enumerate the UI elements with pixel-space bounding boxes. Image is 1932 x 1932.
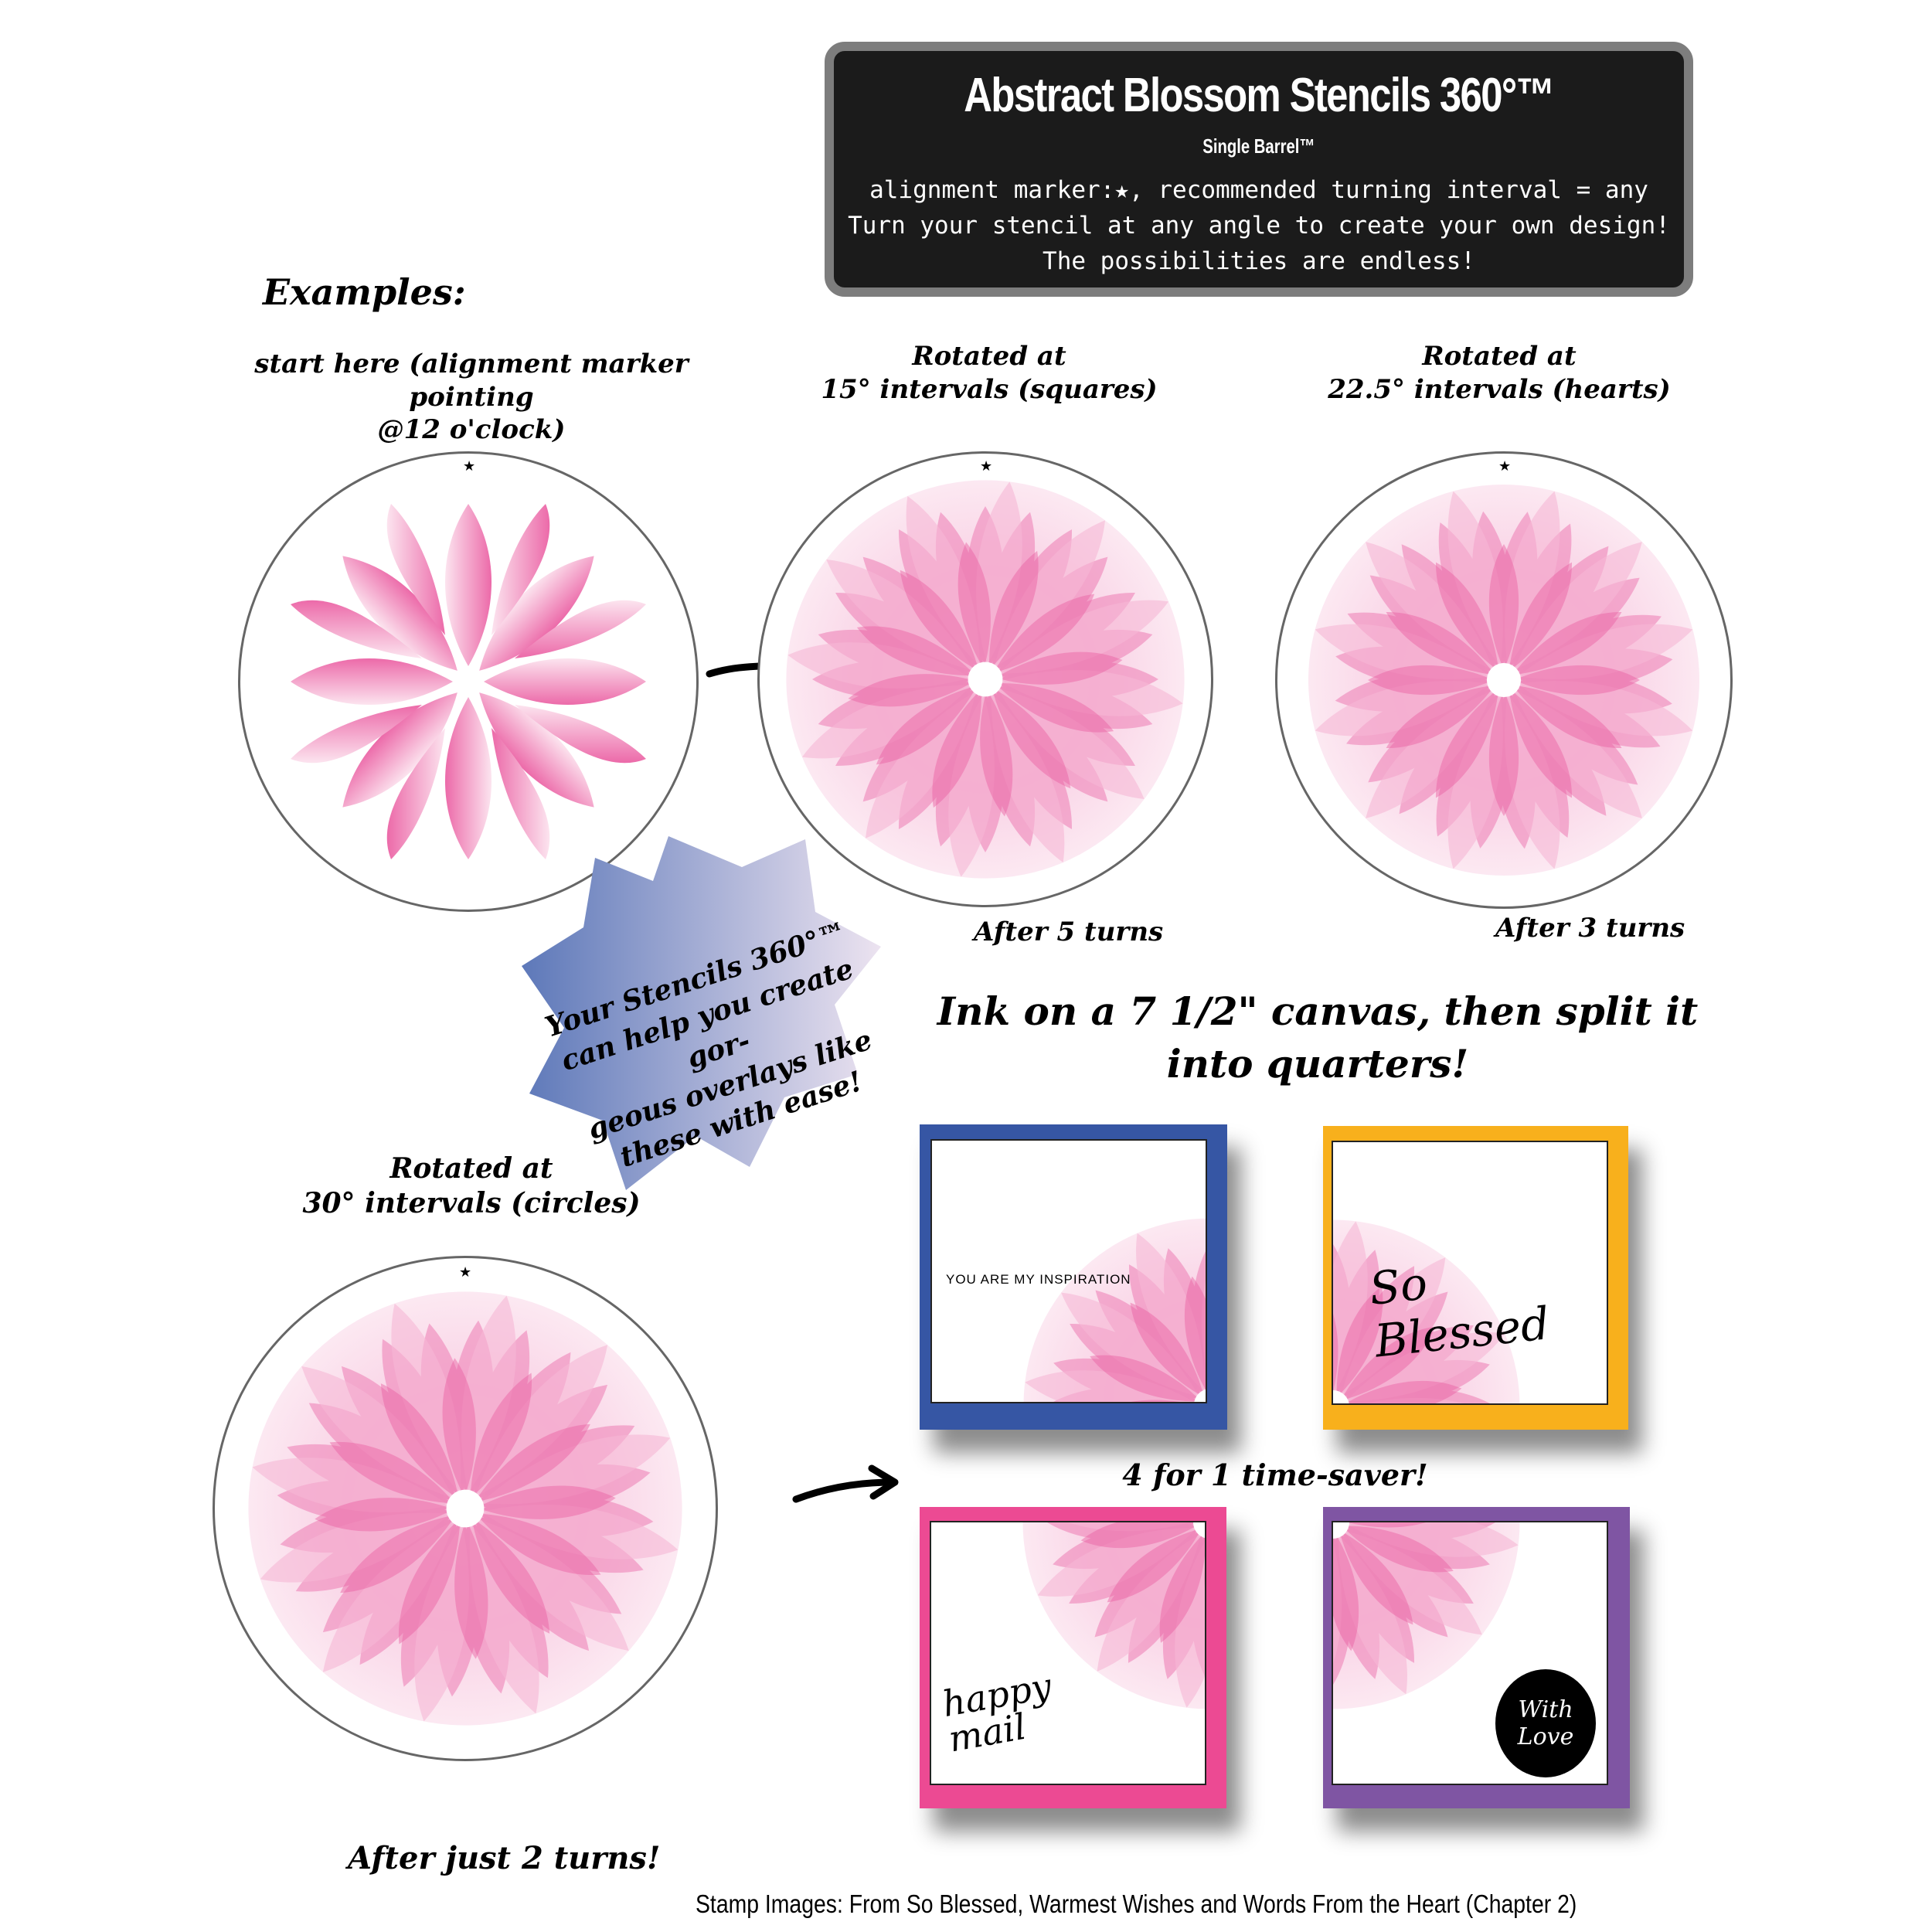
caption-rot30: Rotated at 30° intervals (circles) bbox=[263, 1151, 680, 1221]
caption-rot30-line1: Rotated at bbox=[389, 1152, 553, 1185]
possibilities-text: The possibilities are endless! bbox=[1043, 247, 1475, 275]
stencil-rot22-circle: ★ bbox=[1275, 451, 1733, 909]
alignment-star-icon: ★ bbox=[463, 458, 476, 474]
after-2-turns-label: After just 2 turns! bbox=[348, 1840, 661, 1876]
caption-rot22-line2: 22.5° intervals (hearts) bbox=[1328, 373, 1671, 405]
alignment-star-icon: ★ bbox=[980, 458, 993, 474]
product-title: Abstract Blossom Stencils 360°™ bbox=[964, 69, 1555, 122]
stencil-base-circle: ★ bbox=[238, 451, 699, 912]
stencil-rot15-circle: ★ bbox=[757, 451, 1213, 907]
caption-rot15-line2: 15° intervals (squares) bbox=[821, 373, 1158, 405]
after-5-turns-label: After 5 turns bbox=[974, 917, 1164, 947]
blossom-overlay-30-icon bbox=[213, 1256, 718, 1761]
header-panel: Abstract Blossom Stencils 360°™ Single B… bbox=[825, 42, 1693, 297]
canvas-heading-line1: Ink on a 7 1/2" canvas, then split it bbox=[937, 988, 1699, 1034]
caption-rot22: Rotated at 22.5° intervals (hearts) bbox=[1283, 340, 1716, 406]
caption-rot15: Rotated at 15° intervals (squares) bbox=[773, 340, 1206, 406]
sentiment-text: YOU ARE MY INSPIRATION bbox=[946, 1272, 1131, 1287]
blossom-overlay-22-icon bbox=[1275, 451, 1733, 909]
product-subtitle: Single Barrel™ bbox=[1202, 134, 1315, 158]
caption-start: start here (alignment marker pointing @1… bbox=[209, 348, 734, 447]
caption-rot15-line1: Rotated at bbox=[912, 341, 1066, 372]
after-3-turns-label: After 3 turns bbox=[1495, 913, 1685, 944]
card-inspiration: YOU ARE MY INSPIRATION bbox=[920, 1124, 1227, 1430]
alignment-info: alignment marker:★, recommended turning … bbox=[869, 176, 1648, 204]
with-love-stamp: With Love bbox=[1495, 1669, 1596, 1777]
caption-start-line2: @12 o'clock) bbox=[377, 414, 566, 445]
stamp-credit: Stamp Images: From So Blessed, Warmest W… bbox=[696, 1889, 1577, 1918]
arrow-right-icon bbox=[792, 1464, 899, 1503]
eight-point-star-icon bbox=[522, 836, 881, 1190]
turn-instruction: Turn your stencil at any angle to create… bbox=[848, 212, 1670, 240]
time-saver-label: 4 for 1 time-saver! bbox=[1122, 1458, 1428, 1492]
examples-heading: Examples: bbox=[263, 271, 466, 313]
alignment-star-icon: ★ bbox=[459, 1264, 472, 1281]
stencil-rot30-circle: ★ bbox=[213, 1256, 718, 1761]
caption-rot22-line1: Rotated at bbox=[1422, 341, 1577, 372]
canvas-heading-line2: into quarters! bbox=[1166, 1040, 1469, 1087]
card-so-blessed: So Blessed bbox=[1323, 1126, 1628, 1430]
canvas-heading: Ink on a 7 1/2" canvas, then split it in… bbox=[920, 985, 1716, 1090]
caption-rot30-line2: 30° intervals (circles) bbox=[302, 1187, 641, 1219]
caption-start-line1: start here (alignment marker pointing bbox=[254, 349, 689, 413]
promo-badge: Your Stencils 360°™ can help you create … bbox=[510, 827, 927, 1260]
card-with-love: With Love bbox=[1323, 1507, 1630, 1808]
card-happy-mail: happy mail bbox=[920, 1507, 1226, 1808]
alignment-star-icon: ★ bbox=[1498, 458, 1512, 474]
blossom-stencil-icon bbox=[291, 504, 646, 859]
